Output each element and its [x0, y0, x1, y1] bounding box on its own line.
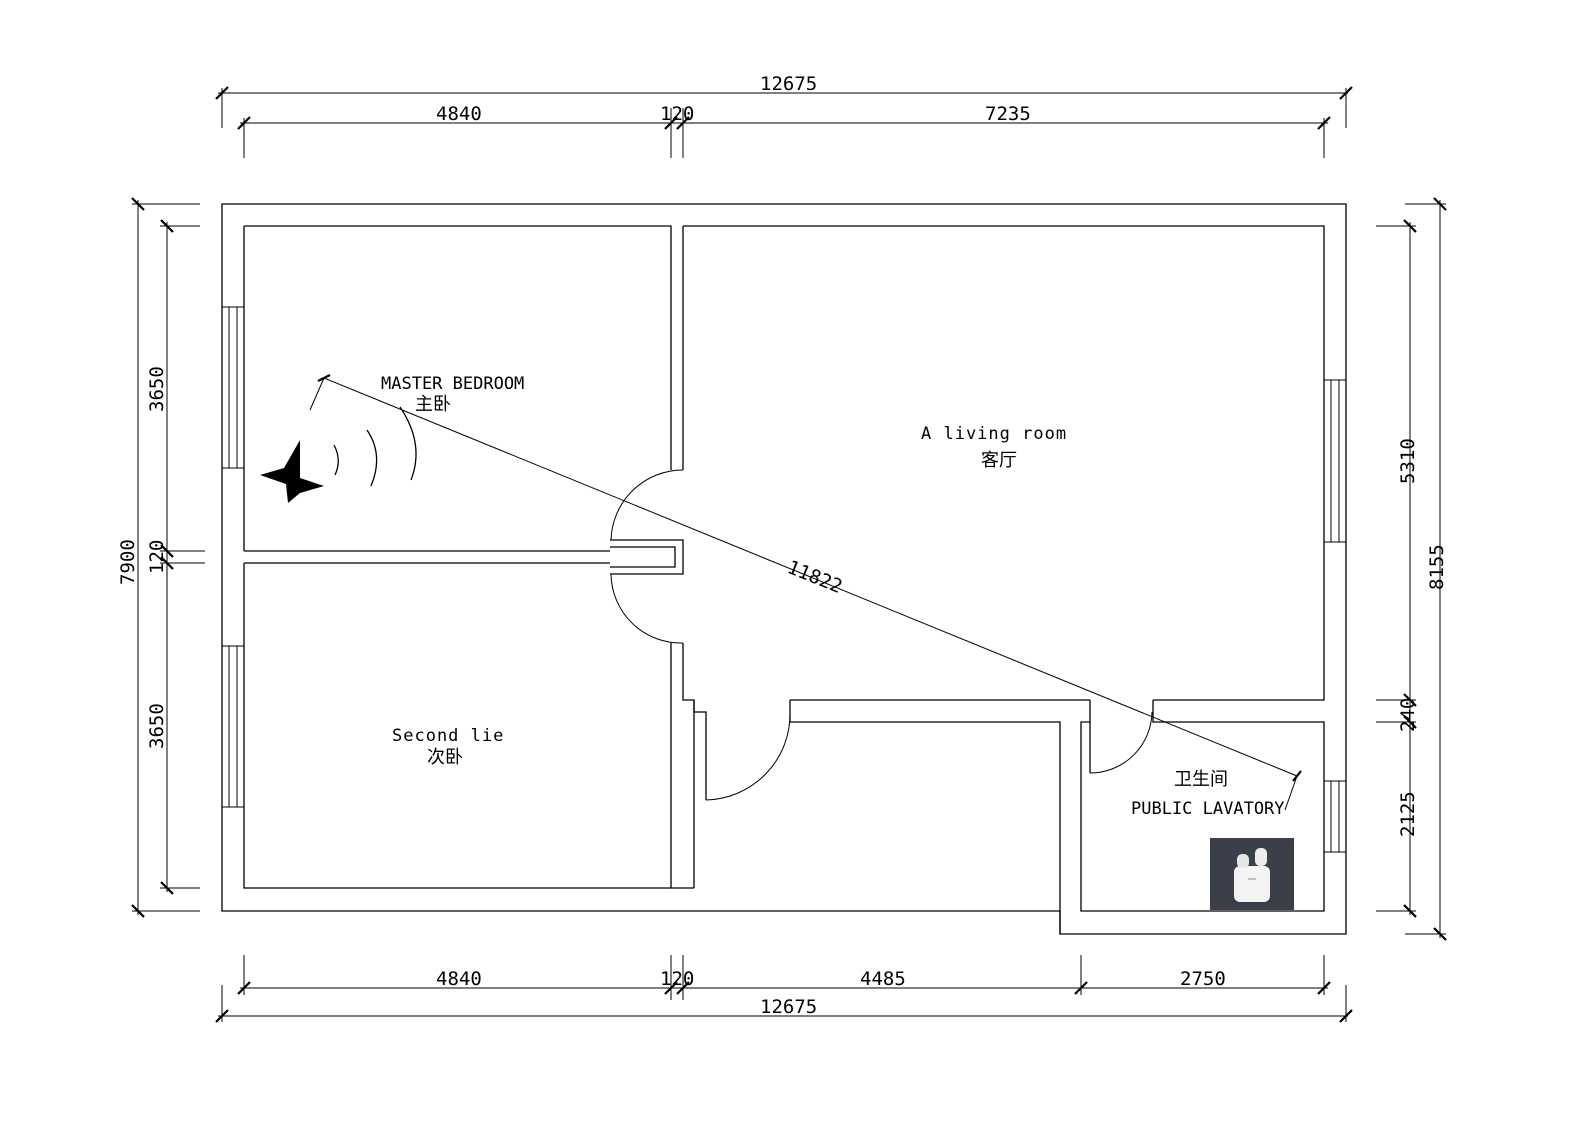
- walls: [221, 203, 1347, 935]
- doors: [610, 469, 1153, 801]
- door-lavatory: [1089, 711, 1153, 774]
- second-bedroom-label-cn: 次卧: [427, 747, 463, 768]
- left-overall-dimension: 7900: [117, 539, 139, 585]
- door-master-bedroom: [610, 469, 684, 541]
- bottom-mid-dimension: 4485: [860, 968, 906, 990]
- top-right-dimension: 7235: [985, 103, 1031, 125]
- top-dimensions: 12675 4840 120 7235: [215, 73, 1353, 158]
- bottom-wall-dimension: 120: [660, 968, 694, 990]
- door-corridor: [705, 711, 791, 801]
- room-labels: MASTER BEDROOM 主卧 A living room 客厅 Secon…: [381, 374, 1285, 819]
- right-overall-dimension: 8155: [1426, 544, 1448, 590]
- living-room-label-cn: 客厅: [981, 450, 1017, 471]
- right-wall-dimension: 240: [1397, 698, 1419, 732]
- signal-waves-icon: [333, 406, 417, 487]
- living-room-label: A living room: [921, 424, 1067, 444]
- bottom-dimensions: 4840 120 4485 2750 12675: [215, 955, 1353, 1023]
- window-lavatory: [1323, 780, 1347, 853]
- left-upper-dimension: 3650: [146, 366, 168, 412]
- lavatory-label: PUBLIC LAVATORY: [1131, 799, 1285, 819]
- right-upper-dimension: 5310: [1397, 438, 1419, 484]
- left-dimensions: 7900 3650 120 3650: [117, 197, 205, 918]
- left-lower-dimension: 3650: [146, 703, 168, 749]
- top-wall-dimension: 120: [660, 103, 694, 125]
- right-dimensions: 5310 240 2125 8155: [1376, 197, 1448, 941]
- master-bedroom-label: MASTER BEDROOM: [381, 374, 524, 394]
- window-living-room: [1323, 379, 1347, 543]
- lavatory-label-cn: 卫生间: [1174, 769, 1228, 790]
- left-wall-dimension: 120: [146, 540, 168, 574]
- door-second-bedroom: [610, 573, 684, 644]
- earbuds-case-icon: [1210, 838, 1294, 910]
- master-bedroom-label-cn: 主卧: [415, 394, 451, 415]
- window-master-bedroom: [221, 306, 245, 469]
- bottom-overall-dimension: 12675: [760, 996, 817, 1018]
- second-bedroom-label: Second lie: [392, 726, 504, 746]
- top-overall-dimension: 12675: [760, 73, 817, 95]
- star-icon: [260, 440, 324, 503]
- top-left-dimension: 4840: [436, 103, 482, 125]
- bottom-left-dimension: 4840: [436, 968, 482, 990]
- bottom-right-dimension: 2750: [1180, 968, 1226, 990]
- windows: [221, 306, 1347, 853]
- right-lower-dimension: 2125: [1397, 791, 1419, 837]
- window-second-bedroom: [221, 645, 245, 808]
- diagonal-dimension: 11822: [784, 556, 845, 598]
